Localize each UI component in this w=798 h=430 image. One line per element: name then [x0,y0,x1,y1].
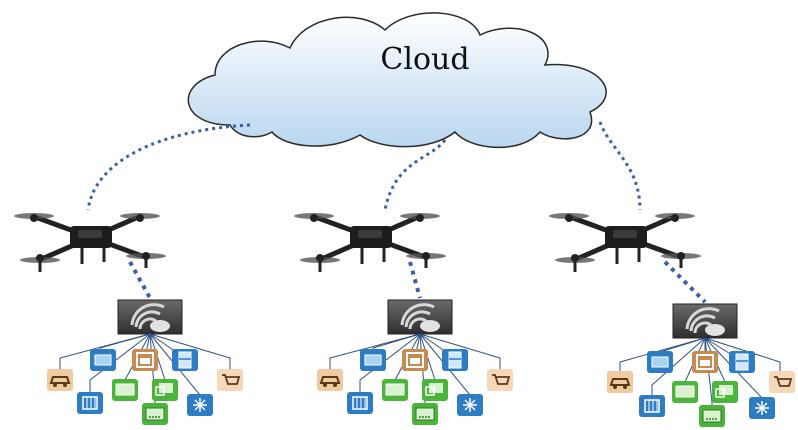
cluster-right [549,213,796,428]
ac-icon [186,393,214,417]
cart-icon [768,370,796,394]
drone-router-link [408,261,422,299]
cluster-left [14,213,244,426]
fan-icon [346,391,374,415]
tv-icon [671,380,699,404]
drone-router-link [128,261,152,299]
drone-router-link [663,260,707,304]
cluster-middle [294,213,514,426]
oven-icon [691,350,719,374]
ac-icon [748,396,776,420]
wifi-router-icon [671,302,739,340]
microwave-icon [411,402,439,426]
car-icon [606,370,634,394]
microwave-icon [141,402,169,426]
fridge-icon [728,350,756,374]
monitor-icon [711,380,739,404]
fan-icon [638,394,666,418]
washer-icon [646,350,674,374]
tv-icon [111,378,139,402]
car-icon [46,368,74,392]
cart-icon [216,368,244,392]
monitor-icon [421,378,449,402]
quadcopter-drone-icon [294,213,446,272]
car-icon [316,368,344,392]
washer-icon [89,348,117,372]
fridge-icon [171,348,199,372]
microwave-icon [698,404,726,428]
wifi-router-icon [116,298,184,336]
cloud-link-middle [383,139,447,211]
oven-icon [401,348,429,372]
quadcopter-drone-icon [14,213,166,272]
wifi-router-icon [386,298,454,336]
quadcopter-drone-icon [549,213,701,272]
fan-icon [76,391,104,415]
cloud-link-left [86,123,251,211]
monitor-icon [151,378,179,402]
cloud-link-right [598,121,642,211]
ac-icon [456,393,484,417]
oven-icon [131,348,159,372]
tv-icon [381,378,409,402]
cloud-label: Cloud [380,42,470,77]
cloud-shape [187,12,607,149]
cart-icon [486,368,514,392]
fridge-icon [441,348,469,372]
washer-icon [359,348,387,372]
